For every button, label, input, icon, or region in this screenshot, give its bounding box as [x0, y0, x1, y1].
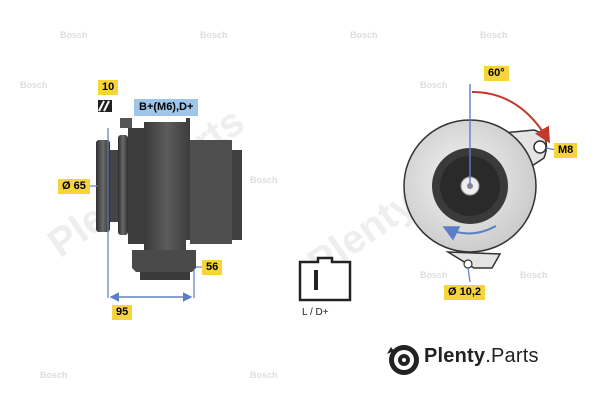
- watermark-bosch: Bosch: [250, 175, 278, 185]
- pulley-groove: [110, 150, 118, 222]
- watermark-bosch: Bosch: [420, 80, 448, 90]
- m8-hole: [533, 140, 547, 154]
- watermark-bosch: Bosch: [40, 370, 68, 380]
- pulley-outer: [96, 140, 110, 232]
- label-diameter-10-2: Ø 10,2: [444, 285, 486, 300]
- watermark-bosch: Bosch: [200, 30, 228, 40]
- watermark-bosch: Bosch: [480, 30, 508, 40]
- label-m8: M8: [554, 143, 578, 158]
- plenty-parts-logo[interactable]: Plenty.Parts: [424, 345, 539, 368]
- connector-symbol: [298, 256, 352, 302]
- label-diameter-65: Ø 65: [58, 179, 90, 194]
- watermark-bosch: Bosch: [20, 80, 48, 90]
- watermark-bosch: Bosch: [420, 270, 448, 280]
- label-code-10: 10: [98, 80, 119, 95]
- bottom-mount: [132, 250, 196, 272]
- watermark-bosch: Bosch: [60, 30, 88, 40]
- rotation-arrow: [442, 225, 497, 241]
- fan-housing: [128, 128, 144, 244]
- label-dim-56: 56: [202, 260, 223, 275]
- gear-brake-disc-icon: [387, 345, 419, 375]
- label-terminal: B+(M6),D+: [134, 99, 199, 116]
- rear-cap: [232, 150, 242, 240]
- alternator-body: [144, 118, 190, 250]
- angle-arc: [471, 91, 551, 144]
- d10-hole: [463, 259, 473, 269]
- stripe-tag-icon: [98, 100, 112, 112]
- watermark-bosch: Bosch: [520, 270, 548, 280]
- alternator-front-view: [403, 84, 557, 283]
- d10-leader: [467, 267, 471, 283]
- logo-suffix: .Parts: [485, 345, 539, 367]
- lower-mount-foot: [445, 251, 502, 269]
- rear-cover: [190, 140, 232, 244]
- label-connector: L / D+: [302, 307, 329, 318]
- watermark-bosch: Bosch: [250, 370, 278, 380]
- label-dim-95: 95: [112, 305, 133, 320]
- watermark-bosch: Bosch: [350, 30, 378, 40]
- logo-word: Plenty: [424, 345, 486, 367]
- front-mount-top: [120, 118, 132, 128]
- alternator-side-view: [84, 100, 242, 302]
- pulley-inner: [118, 135, 128, 235]
- label-angle-60: 60°: [484, 66, 509, 81]
- mount-foot: [140, 272, 190, 280]
